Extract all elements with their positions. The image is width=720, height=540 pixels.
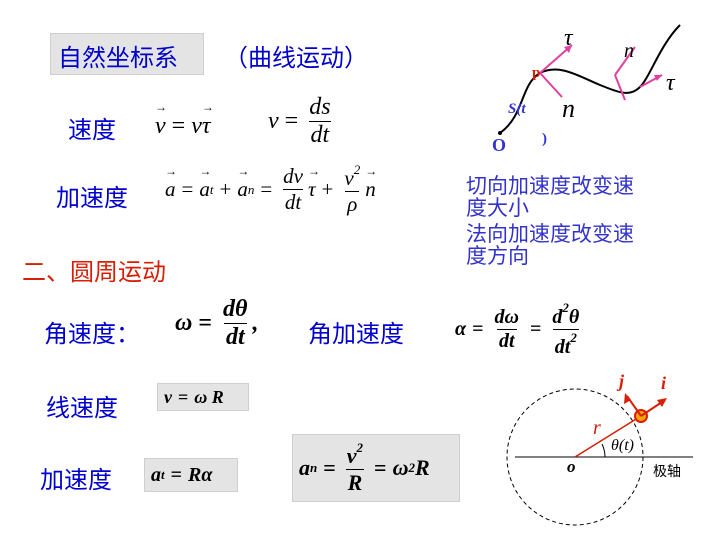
accel-label: 加速度: [56, 184, 128, 212]
ds-dt-fraction: ds dt: [308, 94, 332, 148]
linear-speed-label: 线速度: [46, 394, 118, 422]
velocity-vector-equation: v = vτ: [155, 100, 211, 140]
angular-acceleration-equation: α = dω dt = d2θ dt2: [455, 300, 580, 358]
n-mid-label: n: [562, 94, 575, 123]
speed-label: 速度: [68, 116, 116, 144]
linear-speed-equation: v = ω R: [157, 383, 249, 411]
circle-diagram: j i r θ(t) o 极轴: [506, 371, 693, 526]
paren-label: ): [542, 131, 547, 147]
acceleration-equation: a = at + an = dv dt τ + v2 ρ n: [165, 162, 376, 217]
normal-note: 法向加速度改变速度方向: [466, 222, 634, 268]
n-top-label: n: [624, 40, 634, 62]
tau-top-label: τ: [564, 25, 574, 51]
title-main: 自然坐标系: [58, 44, 178, 72]
i-unit-vector-label: i: [661, 373, 666, 393]
angular-velocity-label: 角速度：: [44, 320, 140, 348]
polar-axis-label: 极轴: [653, 464, 681, 480]
theta-angle-label: θ(t): [611, 437, 634, 454]
tau-right-label: τ: [666, 70, 676, 96]
title-sub: （曲线运动）: [224, 44, 368, 72]
angular-acceleration-label: 角加速度: [308, 320, 404, 348]
circular-accel-label: 加速度: [40, 466, 112, 494]
speed-derivative-equation: v = ds dt: [268, 94, 332, 148]
center-o-label: o: [567, 457, 576, 476]
tangential-note: 切向加速度改变速度大小: [466, 174, 634, 220]
title-box: [50, 33, 204, 75]
r-vector-label: r: [593, 417, 601, 439]
circular-motion-heading: 二、圆周运动: [22, 258, 166, 286]
tau-vector: τ: [202, 100, 211, 140]
v-vector: v: [155, 100, 166, 140]
j-unit-vector-label: j: [616, 371, 625, 391]
curve-diagram: τ n τ p S(t n O ): [492, 24, 681, 155]
p-label: p: [532, 65, 540, 81]
s-label: S(t: [508, 101, 526, 117]
o-origin-label: O: [492, 135, 506, 155]
angular-velocity-equation: ω = dθ dt ,: [175, 296, 259, 350]
